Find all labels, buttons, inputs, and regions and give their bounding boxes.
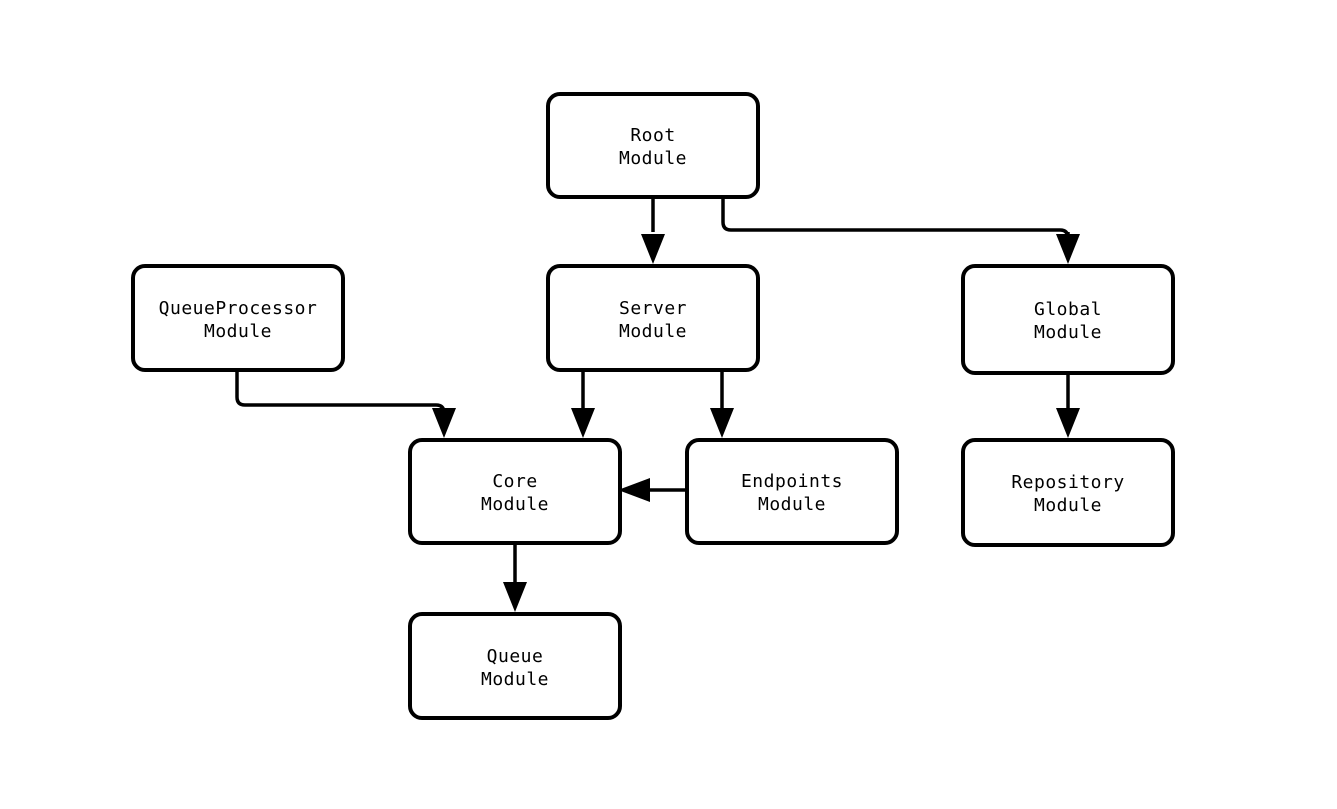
node-server-module-label-line2: Module xyxy=(619,321,687,342)
node-repository-module-label-line2: Module xyxy=(1034,495,1102,516)
edge-server-to-endpoints-arrowhead xyxy=(710,408,734,438)
node-queueprocessor-module[interactable]: QueueProcessor Module xyxy=(131,264,345,372)
edge-queueprocessor-to-core-arrowhead xyxy=(432,408,456,438)
node-core-module-box[interactable] xyxy=(408,438,622,545)
node-queue-module-label-line2: Module xyxy=(481,669,549,690)
node-server-module-label-line1: Server xyxy=(619,298,687,319)
node-root-module-box[interactable] xyxy=(546,92,760,199)
edge-root-to-server xyxy=(641,197,665,264)
node-core-module[interactable]: Core Module xyxy=(408,438,622,545)
edge-queueprocessor-to-core-line xyxy=(235,370,446,415)
node-queueprocessor-module-box[interactable] xyxy=(131,264,345,372)
edge-global-to-repository-arrowhead xyxy=(1056,408,1080,438)
node-queueprocessor-module-label-line1: QueueProcessor xyxy=(159,298,318,319)
node-queueprocessor-module-label-line2: Module xyxy=(204,321,272,342)
node-queue-module[interactable]: Queue Module xyxy=(408,612,622,720)
node-repository-module[interactable]: Repository Module xyxy=(961,438,1175,547)
node-endpoints-module-label-line1: Endpoints xyxy=(741,471,843,492)
node-global-module[interactable]: Global Module xyxy=(961,264,1175,375)
node-root-module-label-line1: Root xyxy=(630,125,675,146)
edge-endpoints-to-core-arrowhead xyxy=(618,478,650,502)
edge-endpoints-to-core xyxy=(618,478,687,502)
node-queue-module-box[interactable] xyxy=(408,612,622,720)
edge-root-to-global-arrowhead xyxy=(1056,234,1080,264)
edge-root-to-server-arrowhead xyxy=(641,234,665,264)
node-repository-module-label-line1: Repository xyxy=(1011,472,1124,493)
node-endpoints-module-box[interactable] xyxy=(685,438,899,545)
edge-server-to-core-arrowhead xyxy=(571,408,595,438)
edge-core-to-queue-arrowhead xyxy=(503,582,527,612)
edge-root-to-global xyxy=(721,197,1080,264)
node-core-module-label-line1: Core xyxy=(492,471,537,492)
edge-root-to-global-line xyxy=(721,197,1070,240)
node-queue-module-label-line1: Queue xyxy=(487,646,544,667)
node-global-module-label-line1: Global xyxy=(1034,299,1102,320)
node-global-module-label-line2: Module xyxy=(1034,322,1102,343)
edge-layer xyxy=(235,197,1080,612)
node-root-module-label-line2: Module xyxy=(619,148,687,169)
edge-global-to-repository xyxy=(1056,373,1080,438)
edge-server-to-endpoints xyxy=(710,370,734,438)
node-server-module[interactable]: Server Module xyxy=(546,264,760,372)
edge-core-to-queue xyxy=(503,543,527,612)
edge-server-to-core xyxy=(571,370,595,438)
node-core-module-label-line2: Module xyxy=(481,494,549,515)
node-endpoints-module[interactable]: Endpoints Module xyxy=(685,438,899,545)
node-repository-module-box[interactable] xyxy=(961,438,1175,547)
node-endpoints-module-label-line2: Module xyxy=(758,494,826,515)
node-global-module-box[interactable] xyxy=(961,264,1175,375)
node-root-module[interactable]: Root Module xyxy=(546,92,760,199)
node-server-module-box[interactable] xyxy=(546,264,760,372)
edge-queueprocessor-to-core xyxy=(235,370,456,438)
